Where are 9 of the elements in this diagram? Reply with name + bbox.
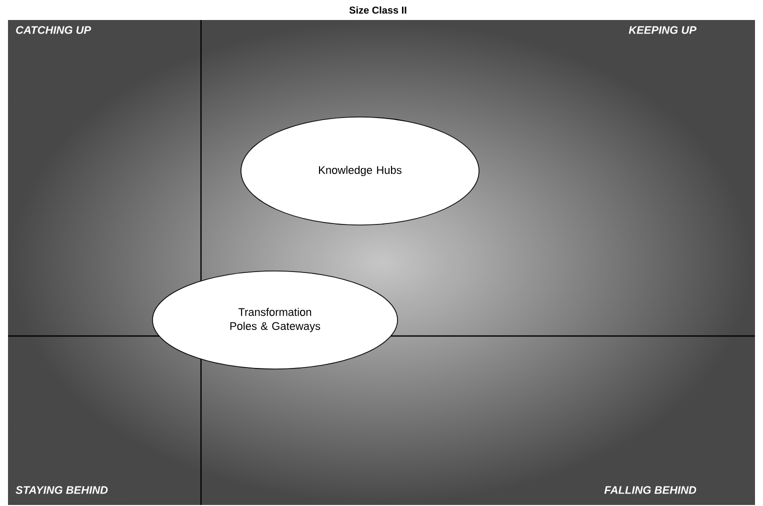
- ellipse-node: [240, 116, 480, 226]
- ellipse-node: [152, 270, 398, 370]
- quadrant-label: KEEPING UP: [628, 26, 696, 34]
- quadrant-label: CATCHING UP: [16, 26, 92, 34]
- node-label: Transformation Poles & Gateways: [230, 308, 320, 332]
- quadrant-label: FALLING BEHIND: [604, 486, 696, 494]
- node-label: Knowledge Hubs: [319, 166, 402, 176]
- quadrant-label: STAYING BEHIND: [16, 486, 108, 494]
- chart-title: Size Class II: [349, 6, 406, 14]
